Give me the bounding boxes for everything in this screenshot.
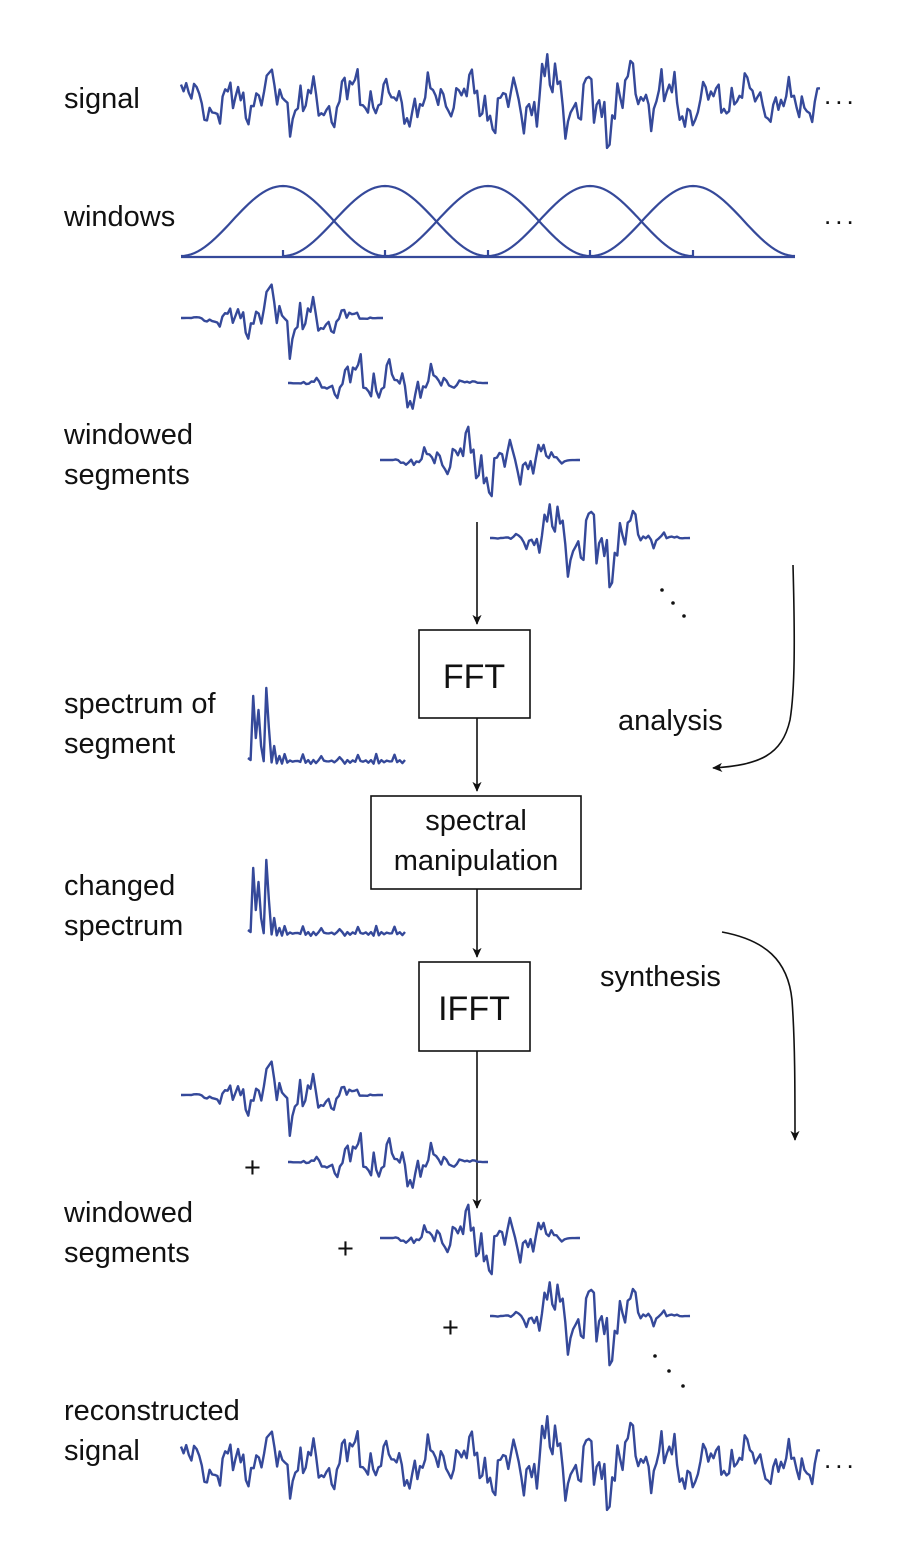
label-spectrum-line1: spectrum of	[64, 688, 216, 720]
reconstructed-signal-waveform	[179, 1415, 821, 1512]
label-output-segments-line2: segments	[64, 1237, 190, 1269]
label-windows: windows	[63, 201, 175, 233]
fft-box	[418, 629, 531, 719]
spectral-label-line2: manipulation	[394, 845, 558, 877]
output-segment-1	[181, 1060, 383, 1137]
analysis-label: analysis	[618, 705, 723, 737]
output-segment-4	[490, 1281, 691, 1367]
fft-label: FFT	[443, 658, 505, 696]
label-windowed-segments-line1: windowed	[63, 419, 193, 451]
analysis-arrow	[712, 564, 796, 772]
windowed-segment-4	[490, 503, 691, 589]
label-output-segments-line1: windowed	[63, 1197, 193, 1229]
plus-sign-3: +	[442, 1312, 459, 1344]
label-reconstructed-line2: signal	[64, 1435, 140, 1467]
synthesis-label: synthesis	[600, 961, 721, 993]
window-functions	[180, 184, 796, 258]
segments-ellipsis-diagonal	[660, 588, 686, 618]
output-segment-2	[288, 1132, 488, 1189]
output-ellipsis-diagonal	[653, 1354, 685, 1388]
window-curve-5	[590, 184, 796, 258]
spectral-label-line1: spectral	[425, 805, 527, 837]
changed-spectrum-plot	[247, 858, 406, 937]
label-signal: signal	[64, 83, 140, 115]
label-reconstructed-line1: reconstructed	[64, 1395, 240, 1427]
ifft-box	[418, 961, 531, 1052]
windowed-segment-2	[288, 353, 488, 410]
label-changed-line2: spectrum	[64, 910, 183, 942]
plus-sign-2: +	[337, 1233, 354, 1265]
plus-sign-1: +	[244, 1152, 261, 1184]
reconstructed-ellipsis: ...	[824, 1444, 858, 1474]
label-changed-line1: changed	[64, 870, 175, 902]
label-windowed-segments-line2: segments	[64, 459, 190, 491]
segment-spectrum-plot	[247, 686, 406, 765]
window-curve-2	[282, 184, 488, 258]
ifft-label: IFFT	[438, 990, 510, 1028]
windowed-segment-3	[380, 425, 580, 498]
signal-ellipsis: ...	[824, 80, 858, 110]
label-spectrum-line2: segment	[64, 728, 175, 760]
windowed-segment-1	[181, 283, 383, 360]
window-curve-3	[385, 184, 591, 258]
synthesis-arrow	[721, 931, 800, 1141]
windows-ellipsis: ...	[824, 200, 858, 230]
spectral-manipulation-box	[370, 795, 582, 890]
input-signal-waveform	[179, 53, 821, 150]
output-segment-3	[380, 1203, 580, 1276]
window-curve-1	[180, 184, 386, 258]
window-curve-4	[487, 184, 693, 258]
